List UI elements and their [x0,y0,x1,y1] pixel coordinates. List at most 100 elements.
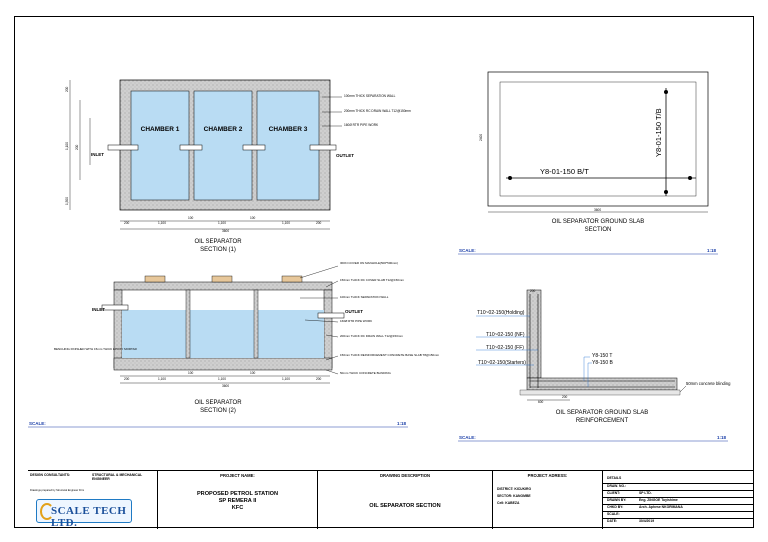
slab-dim-side: 2400 [479,134,483,141]
company-logo: SCALE TECH LTD. [36,499,132,529]
details-label: DETAILS [607,476,622,480]
reinf-bar-3: T10~02-150 (FF) [486,345,524,351]
details-value: Eng. ZINGOE Tuyishime [639,498,678,502]
s2-note-5: 200mm THICK RC DRAIN WALL T12@150mm [340,334,403,338]
s2-dim-b-7: 200 [316,377,322,381]
project-name-label: PROJECT NAME: [220,473,255,478]
section-1-title: OIL SEPARATOR [194,239,242,245]
ground-slab-plan: Y8-01-150 B/T Y8-01-150 T/B 2400 3600 OI… [458,71,718,255]
s2-left-note: BENCHING FINISHED WITH 15mm THICK EPOXY … [54,347,138,351]
s1-dim-b-2: 1,100 [158,221,166,225]
project-name-line-1: PROPOSED PETROL STATION [196,491,279,497]
s1-dim-b-5: 100 [250,216,256,220]
slab-title: OIL SEPARATOR GROUND SLAB [552,219,644,225]
chamber-1-label: CHAMBER 1 [141,126,180,133]
section-1-outlet-label: OUTLET [336,153,354,158]
base-slab [113,357,333,371]
reinf-bar-4: T10~02-150(Starters) [478,360,526,366]
project-name-line-2: SP REMERA II [218,498,257,504]
slab-outline [487,71,709,207]
drawing-description: OIL SEPARATOR SECTION [369,503,441,509]
section-1-note-2: 200mm THICK RC DRAIN WALL T12@150mm [344,109,411,113]
s1-dim-left-2: 1,100 [65,142,69,150]
reinf-bar-right-1: Y8-150 T [592,353,612,359]
s2-dim-b-4: 1,100 [218,377,226,381]
reinf-top-dim: 200 [530,289,536,293]
s1-dim-left-4: 1,500 [65,197,69,205]
section-1-plan: CHAMBER 1 CHAMBER 2 CHAMBER 3 INLET OUTL… [65,79,411,253]
s1-dim-b-7: 200 [316,221,322,225]
details-row-divider [603,483,754,484]
section-1-note-3: 160Ø RTR PIPE WORK [344,123,379,127]
section-2-subtitle: SECTION (2) [200,408,236,414]
s2-dim-b-6: 1,100 [282,377,290,381]
slab-reinforcement-detail: T10~02-150(Holding) T10~02-150 (NF) T10~… [458,289,731,442]
details-row-divider [603,490,754,491]
reinf-bar-2: T10~02-150 (NF) [486,332,525,338]
details-key: CHKD BY: [607,505,624,509]
section-2-elevation: INLET OUTLET IRON COVER ON MANHOLE(500*5… [28,261,440,428]
section-1-subtitle: SECTION (1) [200,247,236,253]
reinf-subtitle: REINFORCEMENT [576,418,629,424]
section-2-inlet-label: INLET [92,307,105,312]
details-key: DATE: [607,519,618,523]
reinf-bar-right-2: Y8-150 B [592,360,614,366]
s1-dim-left-3: 200 [75,144,79,150]
s1-dim-b-3: 100 [188,216,194,220]
reinf-bar-1: T10~02-150(Holding) [477,310,525,316]
details-key: SCALE: [607,512,620,516]
design-consultants-label: DESIGN CONSULTANTS: [30,473,71,477]
drawing-frame [14,16,754,528]
details-row-divider [603,518,754,519]
address-line-2: SECTOR: KANOMBE [497,494,531,498]
s2-note-2: 150mm THICK RC COVER SLAB T12@150mm [340,278,404,282]
project-name-line-3: KFC [231,505,244,511]
reinf-dim-a: 200 [562,395,568,399]
chamber-1-area [130,90,190,201]
section-1-inlet-label: INLET [91,152,104,157]
s1-dim-left-1: 200 [65,86,69,92]
chamber-2-area [193,90,253,201]
details-row-divider [603,511,754,512]
s2-dim-b-3: 100 [188,371,194,375]
s2-dim-b-2: 1,100 [158,377,166,381]
s2-dim-b-5: 100 [250,371,256,375]
details-key: DRAW. NO.: [607,484,627,488]
reinf-dim-b: 600 [538,400,544,404]
chamber-3-area [256,90,320,201]
project-name-cell: PROJECT NAME: PROPOSED PETROL STATION SP… [158,471,318,529]
chamber-3-label: CHAMBER 3 [269,126,308,133]
pipe-1-2 [179,144,203,151]
reinf-scale-label: SCALE: [459,435,476,440]
s2-note-6: 150mm THICK REINFORCEMENT CONCRETE BASE … [340,353,440,357]
details-value: Arch. Aphese NKORIMANA [639,505,683,509]
logo-swoosh-icon [40,503,54,520]
slab-dim-bottom: 3600 [594,208,601,212]
section-2-scale-label: SCALE: [29,421,46,426]
slab-bar-horizontal: Y8-01-150 B/T [540,167,589,176]
s2-dim-b-1: 200 [124,377,130,381]
drawing-description-label: DRAWING DESCRIPTION [379,473,431,478]
reinf-scale-value: 1:18 [717,435,727,440]
section-2-outlet-label: OUTLET [345,309,363,314]
details-row-divider [603,497,754,498]
details-cell: DETAILS DRAW. NO.:CLIENT:SP LTD.DRAWN BY… [603,471,754,529]
details-row-divider [603,504,754,505]
s2-note-3: 100mm THICK SEPARATION WALL [340,295,389,299]
inlet-pipe [107,144,139,151]
slab-bar-vertical: Y8-01-150 T/B [654,108,663,157]
s1-dim-b-4: 1,100 [218,221,226,225]
address-line-3: Cell: KABEZA [497,501,520,505]
logo-text: SCALE TECH LTD. [51,505,127,529]
reinf-blinding-label: 50mm concrete blinding [686,381,731,386]
slab-scale-label: SCALE: [459,248,476,253]
consultant-cell: DESIGN CONSULTANTS: STRUCTURAL & MECHANI… [28,471,158,529]
details-value: SP LTD. [639,491,652,495]
consultant-tagline: Drawings prepared by Structural Engineer… [30,489,85,492]
s1-dim-total: 3600 [222,229,229,233]
pipe-2-3 [242,144,266,151]
slab-scale-value: 1:18 [707,248,717,253]
s2-dim-total: 3600 [222,384,229,388]
